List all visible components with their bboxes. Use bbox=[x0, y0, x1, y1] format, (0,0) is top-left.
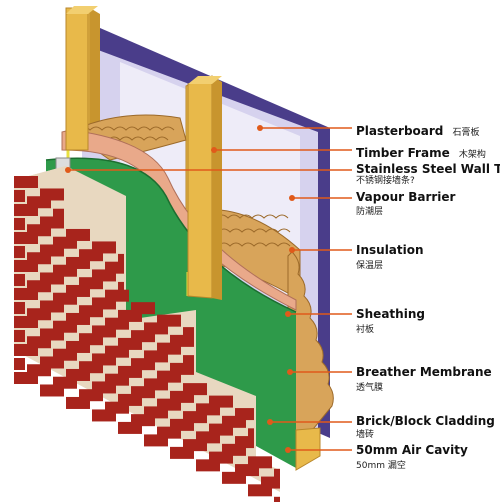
timber-stud-front-side bbox=[212, 78, 222, 300]
label-wall-tie: Stainless Steel Wall Tie 不锈钢接墙条? bbox=[356, 162, 500, 187]
brick bbox=[14, 330, 25, 342]
label-insulation: Insulation 保温层 bbox=[356, 243, 424, 272]
brick bbox=[14, 274, 25, 286]
brick bbox=[144, 434, 168, 447]
brick bbox=[14, 358, 25, 370]
label-vapour-barrier-en: Vapour Barrier bbox=[356, 190, 456, 204]
breather-membrane-fold bbox=[45, 157, 297, 313]
timber-stud-back-side bbox=[90, 8, 100, 150]
label-sheathing: Sheathing 衬板 bbox=[356, 307, 425, 336]
label-sheathing-zh: 衬板 bbox=[356, 325, 375, 335]
brick bbox=[183, 355, 194, 368]
label-sheathing-en: Sheathing bbox=[356, 307, 425, 321]
brick bbox=[14, 316, 38, 328]
brick bbox=[14, 302, 25, 314]
brick bbox=[274, 468, 280, 481]
leader-dots bbox=[65, 125, 295, 453]
label-wall-tie-en: Stainless Steel Wall Tie bbox=[356, 162, 500, 176]
label-air-cavity-zh: 50mm 漏空 bbox=[356, 461, 406, 471]
brick bbox=[14, 190, 25, 202]
brick bbox=[118, 421, 142, 434]
label-plasterboard-en: Plasterboard bbox=[356, 124, 444, 138]
label-vapour-barrier: Vapour Barrier 防潮层 bbox=[356, 190, 455, 218]
brick bbox=[274, 496, 280, 502]
air-cavity-base bbox=[295, 427, 321, 471]
label-timber-frame-zh: 木架构 bbox=[458, 150, 486, 160]
leader-lines bbox=[68, 127, 352, 451]
label-breather-membrane-zh: 透气膜 bbox=[356, 383, 384, 393]
brick bbox=[118, 281, 124, 294]
label-timber-frame-en: Timber Frame bbox=[356, 146, 450, 160]
label-timber-frame: Timber Frame 木架构 bbox=[356, 142, 486, 161]
label-insulation-zh: 保温层 bbox=[356, 261, 384, 271]
label-plasterboard-zh: 石膏板 bbox=[452, 128, 480, 138]
label-cladding-en: Brick/Block Cladding bbox=[356, 414, 495, 428]
brick bbox=[118, 253, 124, 266]
label-plasterboard: Plasterboard 石膏板 bbox=[356, 120, 480, 139]
brick bbox=[248, 428, 254, 441]
timber-stud-left bbox=[65, 7, 89, 151]
brick bbox=[14, 288, 38, 300]
brick bbox=[40, 384, 64, 397]
brick bbox=[14, 260, 38, 272]
brick bbox=[92, 409, 116, 422]
label-breather-membrane-en: Breather Membrane bbox=[356, 365, 492, 379]
brick bbox=[14, 344, 38, 356]
insulation-edge bbox=[287, 251, 334, 451]
brick bbox=[14, 232, 38, 244]
brick bbox=[14, 204, 38, 216]
label-cladding-zh: 墙砖 bbox=[356, 430, 375, 440]
timber-stud-front-top bbox=[188, 76, 222, 84]
brick bbox=[14, 246, 25, 258]
brick bbox=[40, 244, 64, 257]
brick bbox=[14, 176, 38, 188]
brick bbox=[53, 208, 64, 221]
timber-stud-left-top bbox=[66, 6, 98, 14]
label-air-cavity-en: 50mm Air Cavity bbox=[356, 443, 468, 457]
brick bbox=[183, 327, 194, 340]
brick bbox=[14, 218, 25, 230]
label-breather-membrane: Breather Membrane 透气膜 bbox=[356, 365, 492, 394]
brick bbox=[222, 471, 246, 484]
label-wall-tie-zh: 不锈钢接墙条? bbox=[356, 176, 415, 186]
brick bbox=[170, 446, 194, 459]
label-air-cavity: 50mm Air Cavity 50mm 漏空 bbox=[356, 443, 468, 472]
brick bbox=[14, 372, 38, 384]
timber-stud-front bbox=[187, 77, 213, 299]
brick bbox=[27, 252, 51, 265]
label-vapour-barrier-zh: 防潮层 bbox=[356, 207, 384, 217]
brick bbox=[248, 484, 272, 497]
brick bbox=[196, 459, 220, 472]
label-insulation-en: Insulation bbox=[356, 243, 424, 257]
label-cladding: Brick/Block Cladding 墙砖 bbox=[356, 414, 495, 441]
brick-rows bbox=[14, 176, 280, 502]
brick bbox=[66, 396, 90, 409]
